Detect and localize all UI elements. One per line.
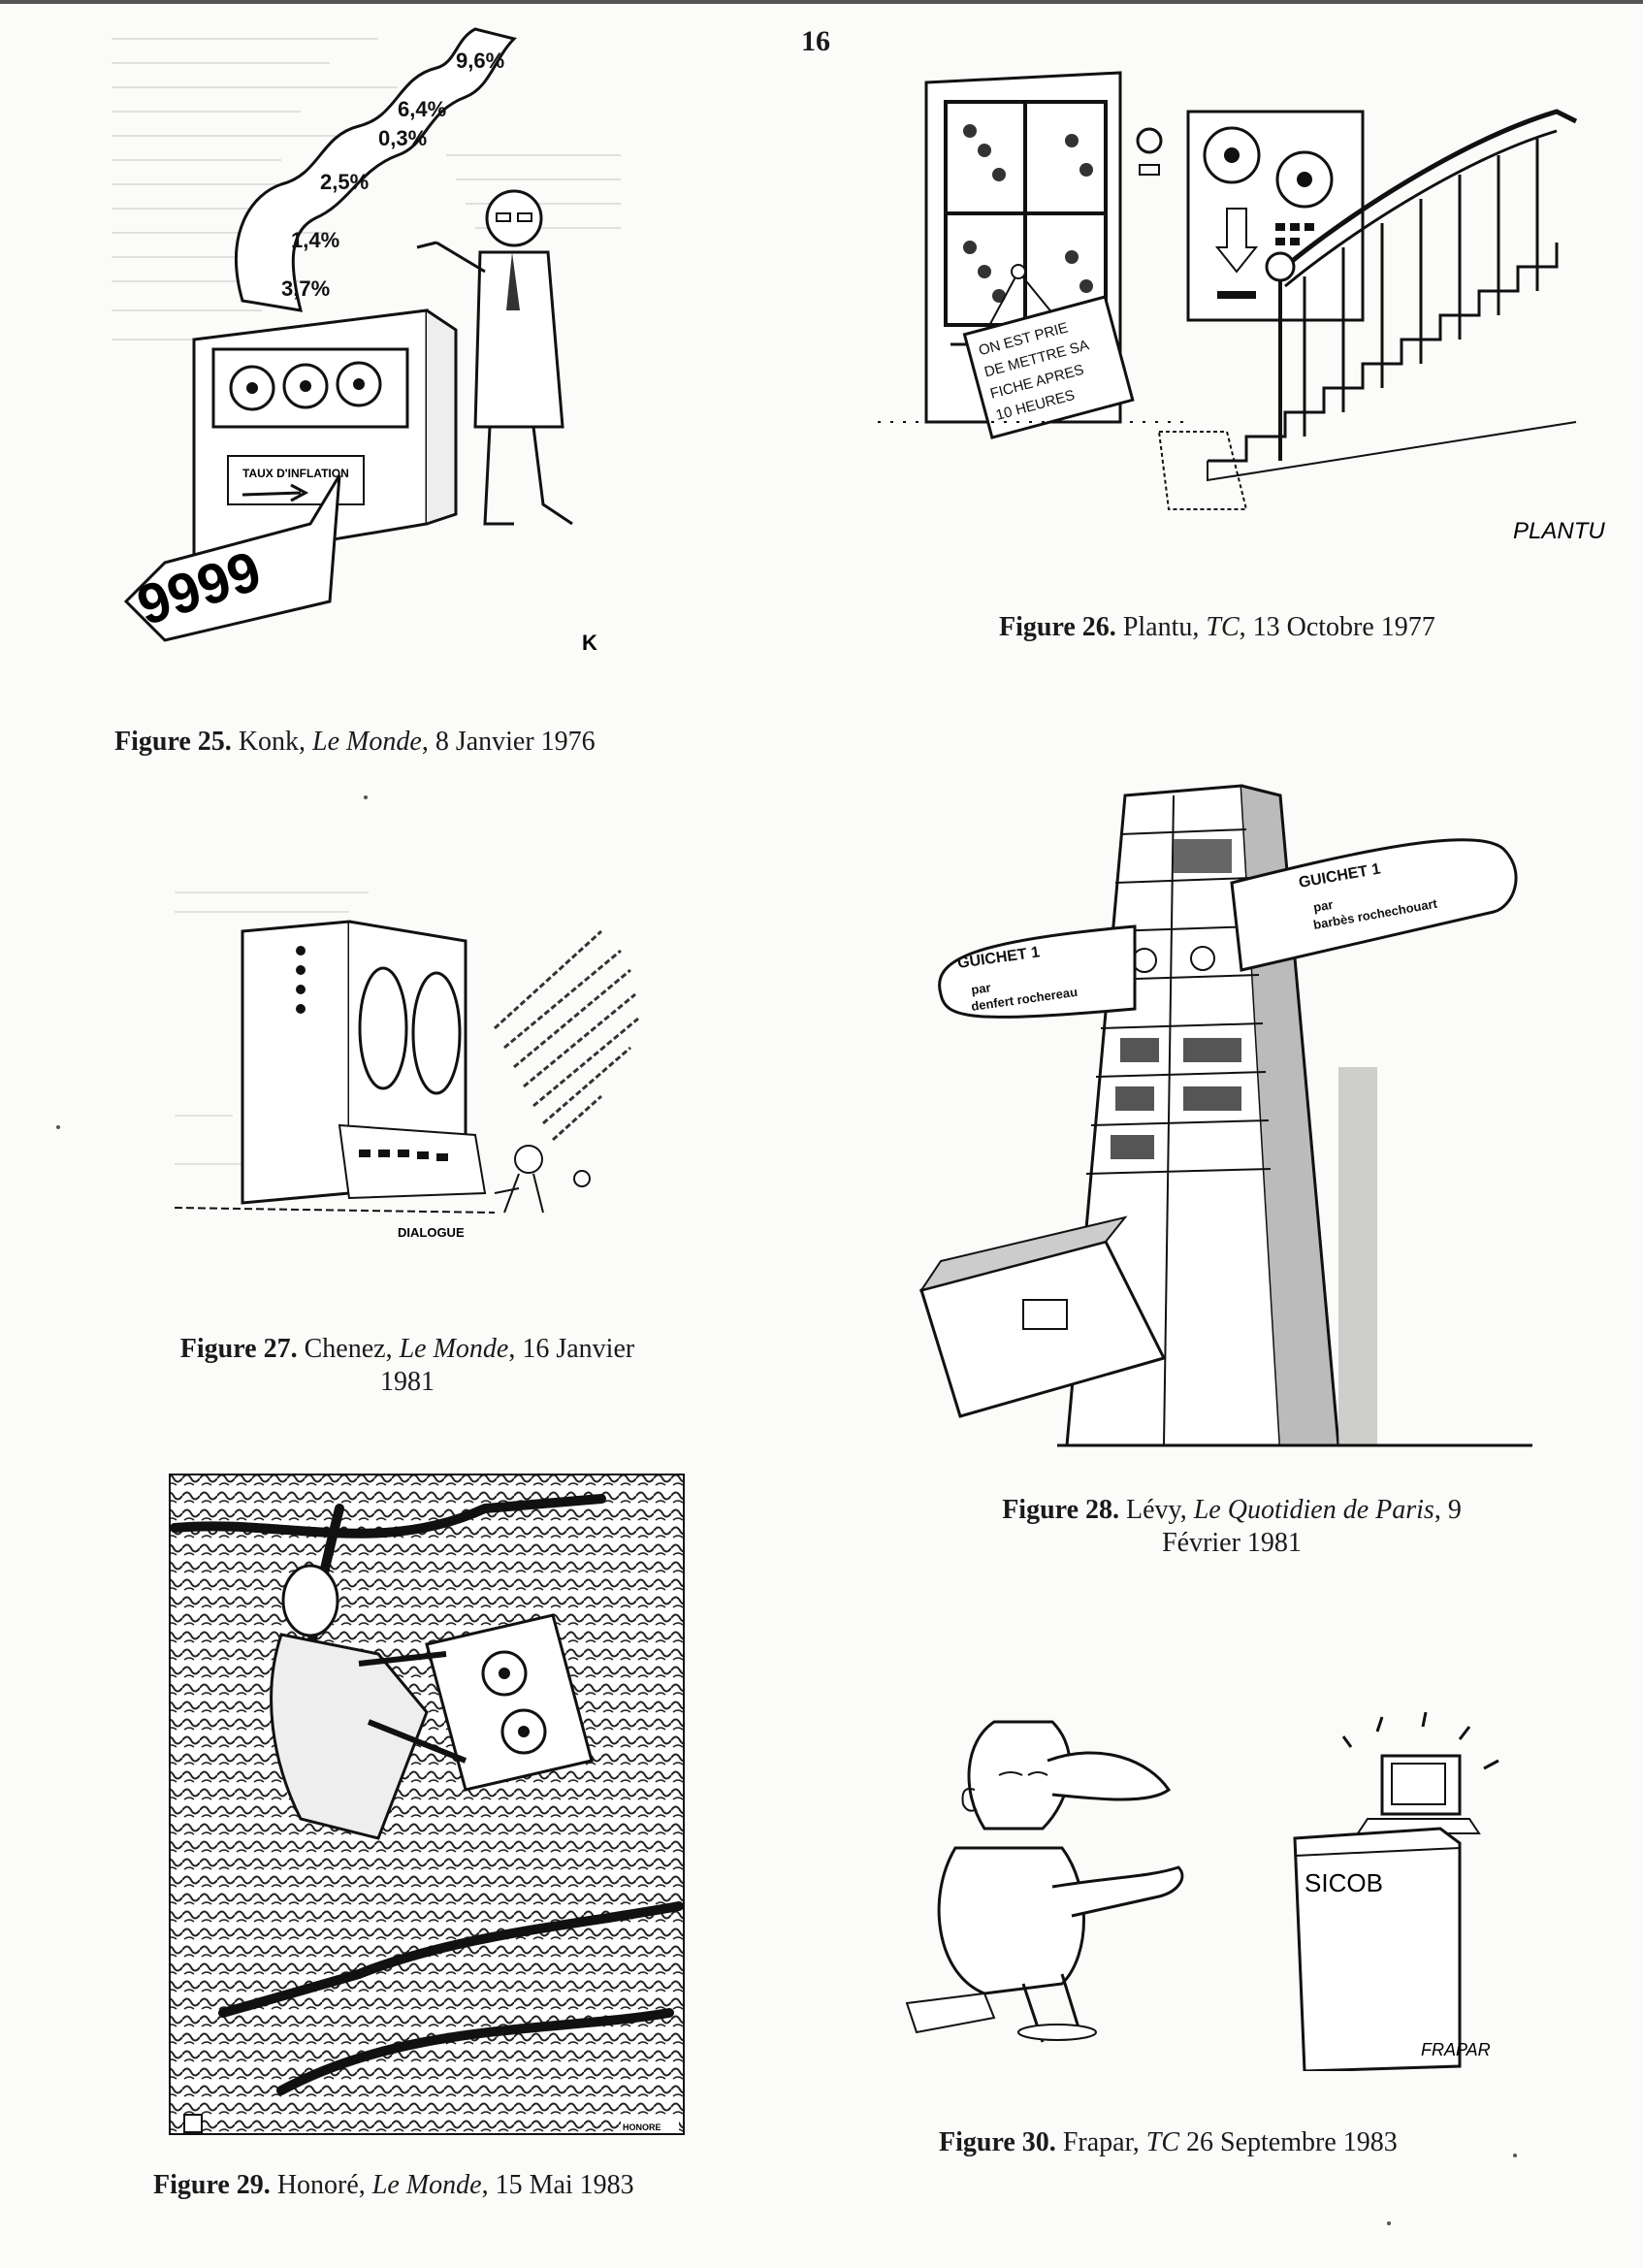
scan-speck — [56, 1125, 60, 1129]
figure-26-drawing: ON EST PRIE DE METTRE SA FICHE APRES 10 … — [878, 71, 1605, 544]
figure-27-caption: Figure 27. Chenez, Le Monde, 16 Janvier … — [126, 1333, 689, 1399]
figure-25-author: Konk, — [231, 727, 313, 757]
figure-30-cartoon: SICOB FRAPAR — [878, 1683, 1518, 2071]
scan-speck — [1387, 2221, 1391, 2225]
tape-value-6: 3,7% — [281, 276, 330, 301]
figure-29-cartoon: HONORE — [165, 1470, 698, 2149]
figure-29-publication: Le Monde — [371, 2170, 482, 2200]
tape-value-5: 1,4% — [291, 228, 339, 252]
figure-25-publication: Le Monde — [312, 727, 422, 757]
figure-30-caption: Figure 30. Frapar, TC 26 Septembre 1983 — [939, 2126, 1398, 2159]
figure-30-drawing: SICOB FRAPAR — [905, 1711, 1499, 2071]
figure-29-label: Figure 29. — [153, 2170, 271, 2200]
signature-25: K — [582, 631, 597, 655]
sicob-label: SICOB — [1305, 1868, 1383, 1897]
figure-27-caption-line-2: 1981 — [380, 1367, 435, 1397]
figure-26-publication: TC — [1206, 612, 1240, 642]
figure-26-date: , 13 Octobre 1977 — [1239, 612, 1435, 642]
page-number: 16 — [801, 25, 830, 57]
figure-28-date: , 9 — [1434, 1495, 1462, 1525]
figure-25-drawing: 9,6% 6,4% 0,3% 2,5% 1,4% 3,7% TAUX D'INF… — [112, 27, 621, 655]
figure-27-art-caption: DIALOGUE — [398, 1225, 465, 1240]
figure-28-label: Figure 28. — [1002, 1495, 1119, 1525]
figure-27-drawing: DIALOGUE — [175, 891, 639, 1240]
figure-27-publication: Le Monde — [399, 1334, 509, 1364]
figure-27-label: Figure 27. — [179, 1334, 298, 1364]
figure-25-date: , 8 Janvier 1976 — [421, 727, 596, 757]
left-sign-par: par — [970, 980, 991, 997]
figure-28-author: Lévy, — [1119, 1495, 1194, 1525]
figure-27-cartoon: DIALOGUE — [175, 873, 679, 1280]
figure-28-cartoon: GUICHET 1 par denfert rochereau GUICHET … — [912, 776, 1542, 1455]
figure-28-publication: Le Quotidien de Paris — [1193, 1495, 1434, 1525]
tape-value-4: 2,5% — [320, 170, 369, 194]
tape-value-1: 9,6% — [456, 49, 504, 73]
figure-28-drawing: GUICHET 1 par denfert rochereau GUICHET … — [918, 784, 1532, 1447]
figure-30-label: Figure 30. — [939, 2127, 1056, 2157]
figure-25-label: Figure 25. — [114, 727, 232, 757]
page-top-rule — [0, 0, 1643, 4]
figure-25-cartoon: 9,6% 6,4% 0,3% 2,5% 1,4% 3,7% TAUX D'INF… — [107, 19, 630, 679]
signature-29: HONORE — [623, 2122, 661, 2132]
figure-26-author: Plantu, — [1115, 612, 1207, 642]
figure-25-caption: Figure 25. Konk, Le Monde, 8 Janvier 197… — [114, 726, 596, 759]
figure-29-drawing: HONORE — [169, 1474, 685, 2135]
right-sign-par: par — [1312, 897, 1335, 915]
figure-30-author: Frapar, — [1055, 2127, 1146, 2157]
scan-speck — [364, 795, 368, 799]
figure-26-label: Figure 26. — [999, 612, 1116, 642]
figure-26-cartoon: ON EST PRIE DE METTRE SA FICHE APRES 10 … — [878, 53, 1605, 577]
figure-28-caption-line-2: Février 1981 — [1162, 1528, 1302, 1558]
figure-30-date: 26 Septembre 1983 — [1179, 2127, 1398, 2157]
signature-26: PLANTU — [1513, 518, 1605, 544]
figure-27-author: Chenez, — [297, 1334, 400, 1364]
scan-speck — [1513, 2154, 1517, 2157]
figure-29-caption: Figure 29. Honoré, Le Monde, 15 Mai 1983 — [153, 2169, 634, 2202]
figure-27-date: , 16 Janvier — [508, 1334, 635, 1364]
tape-value-3: 0,3% — [378, 126, 427, 150]
tape-value-2: 6,4% — [398, 97, 446, 121]
figure-26-caption: Figure 26. Plantu, TC, 13 Octobre 1977 — [999, 611, 1435, 644]
figure-30-publication: TC — [1145, 2127, 1180, 2157]
signature-30: FRAPAR — [1421, 2040, 1491, 2059]
machine-label: TAUX D'INFLATION — [242, 467, 349, 480]
figure-29-author: Honoré, — [270, 2170, 372, 2200]
figure-29-date: , 15 Mai 1983 — [481, 2170, 634, 2200]
figure-28-caption: Figure 28. Lévy, Le Quotidien de Paris, … — [931, 1494, 1532, 1560]
